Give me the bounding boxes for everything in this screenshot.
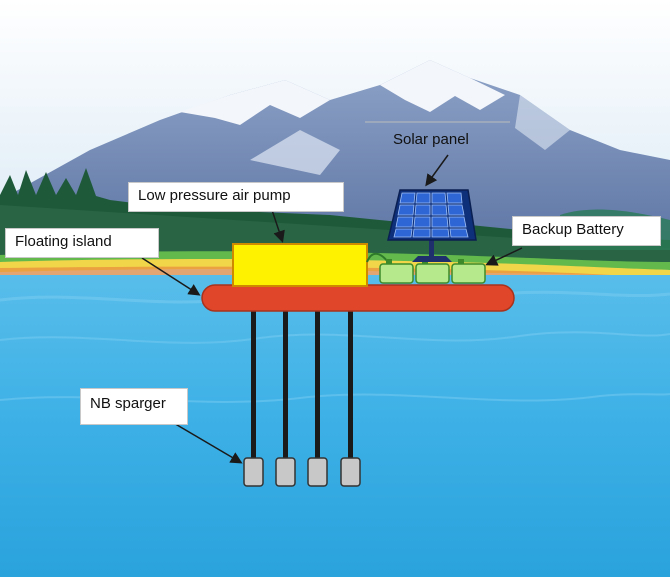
- arrow-floating-island: [141, 257, 201, 296]
- arrow-backup-battery: [485, 247, 523, 266]
- arrow-air-pump: [271, 209, 285, 243]
- air-pump-box: [232, 243, 368, 287]
- floating-island-platform: [201, 284, 515, 312]
- power-wire: [366, 252, 389, 263]
- water: [0, 275, 670, 577]
- arrow-nb-sparger: [171, 421, 243, 464]
- label-backup-battery: Backup Battery: [512, 216, 661, 246]
- solar-panel: [387, 189, 477, 262]
- label-solar-panel: Solar panel: [393, 131, 469, 148]
- label-floating-island: Floating island: [5, 228, 159, 258]
- label-nb-sparger: NB sparger: [80, 388, 188, 425]
- nb-spargers: [243, 457, 361, 487]
- backup-batteries: [379, 259, 486, 284]
- label-air-pump: Low pressure air pump: [128, 182, 344, 212]
- air-pipes: [251, 286, 353, 461]
- leader-arrows: [141, 154, 523, 464]
- arrow-solar-panel: [425, 154, 449, 187]
